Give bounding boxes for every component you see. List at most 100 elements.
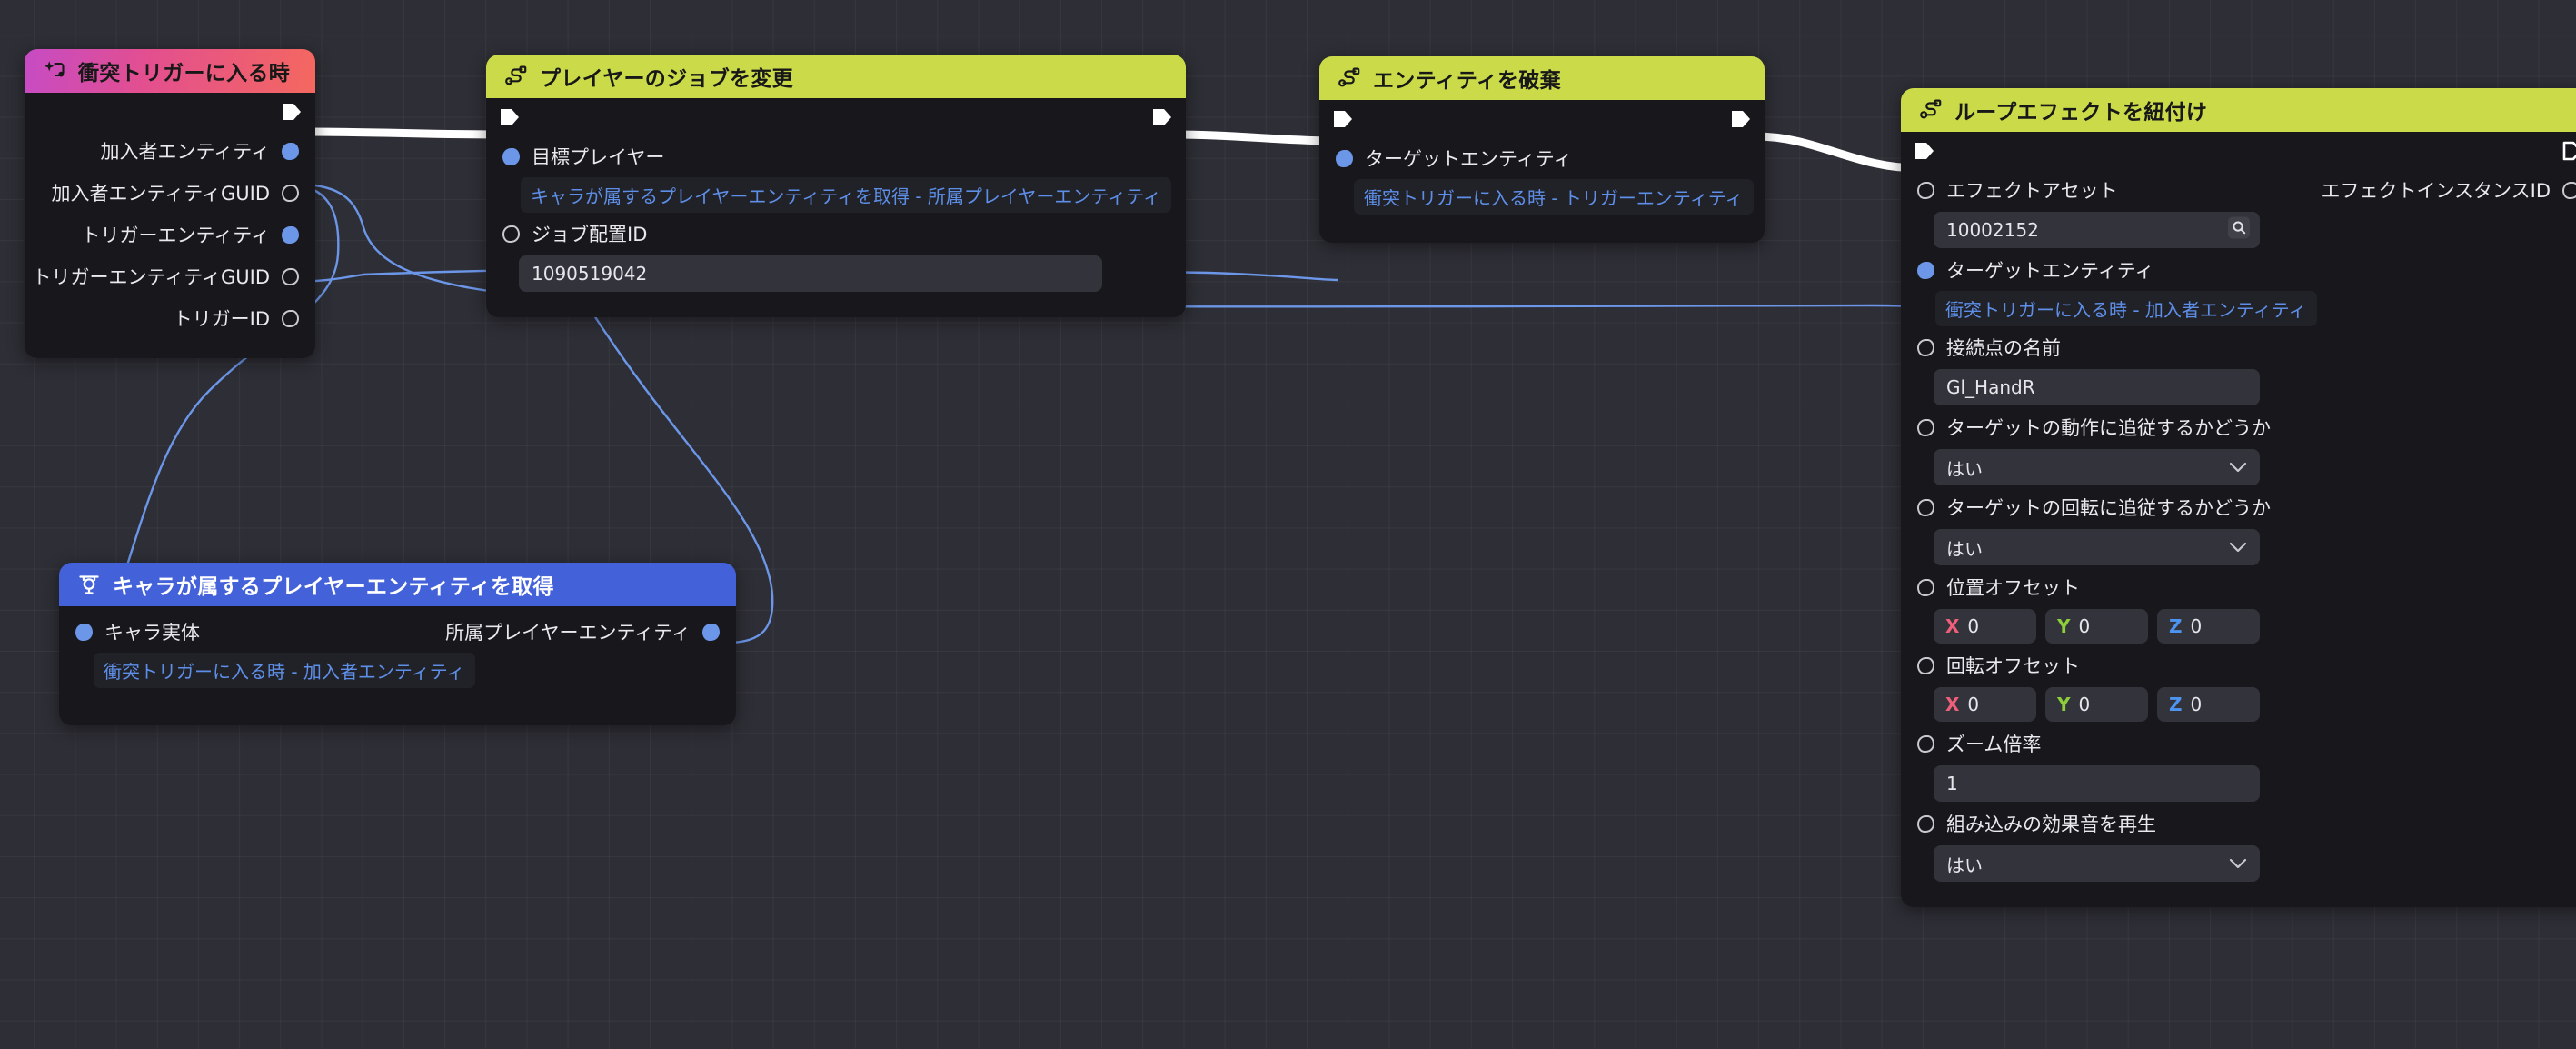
- input-row-job-placement-id[interactable]: ジョブ配置ID: [486, 217, 1186, 250]
- output-row-joiner-entity-guid[interactable]: 加入者エンティティGUID: [25, 176, 315, 209]
- chevron-down-icon[interactable]: [2229, 853, 2247, 874]
- input-row-chara-entity[interactable]: キャラ実体: [75, 618, 200, 645]
- node-attach-loop-effect[interactable]: ループエフェクトを紐付け エフェクトアセット エフェクトインスタンスID: [1901, 88, 2576, 907]
- node-get-owner-player[interactable]: キャラが属するプレイヤーエンティティを取得 キャラ実体 所属プレイヤーエンティテ…: [59, 563, 736, 725]
- node-collision-trigger[interactable]: 衝突トリガーに入る時 加入者エンティティ 加入者エンティティGUID トリガーエ…: [25, 49, 315, 358]
- output-row-joiner-entity[interactable]: 加入者エンティティ: [25, 135, 315, 167]
- exec-output-port[interactable]: [2561, 140, 2576, 162]
- exec-row-destroy-entity: [1319, 100, 1765, 136]
- linked-value-chip[interactable]: 衝突トリガーに入る時 - 加入者エンティティ: [94, 653, 475, 688]
- input-port-dot[interactable]: [1917, 261, 1934, 279]
- input-label: 組み込みの効果音を再生: [1946, 814, 2156, 835]
- input-port-dot[interactable]: [1917, 498, 1934, 516]
- node-title-collision-trigger: 衝突トリガーに入る時: [78, 62, 290, 85]
- field-value: 0: [2078, 615, 2091, 637]
- output-port-dot[interactable]: [282, 184, 299, 202]
- field-value: 0: [2190, 694, 2203, 715]
- output-port-dot[interactable]: [282, 225, 299, 244]
- node-header-collision-trigger[interactable]: 衝突トリガーに入る時: [25, 49, 315, 93]
- node-body-collision-trigger: 加入者エンティティ 加入者エンティティGUID トリガーエンティティ トリガーエ…: [25, 93, 315, 358]
- exec-output-port[interactable]: [281, 101, 303, 123]
- play-builtin-sfx-select[interactable]: はい: [1934, 845, 2260, 882]
- output-port-dot[interactable]: [282, 309, 299, 327]
- node-body-get-owner-player: キャラ実体 所属プレイヤーエンティティ 衝突トリガーに入る時 - 加入者エンティ…: [59, 606, 736, 725]
- input-port-dot[interactable]: [1917, 734, 1934, 753]
- output-row-effect-instance-id[interactable]: エフェクトインスタンスID: [2321, 176, 2576, 204]
- field-value: 0: [2078, 694, 2091, 715]
- output-label: トリガーID: [173, 308, 270, 330]
- input-port-dot[interactable]: [75, 623, 93, 641]
- exec-input-port[interactable]: [499, 106, 521, 128]
- output-label: トリガーエンティティ: [81, 225, 270, 246]
- node-header-attach-loop-effect[interactable]: ループエフェクトを紐付け: [1901, 88, 2576, 132]
- search-icon[interactable]: [2227, 216, 2251, 245]
- input-port-dot[interactable]: [1917, 814, 1934, 833]
- output-label: エフェクトインスタンスID: [2321, 180, 2551, 202]
- output-port-dot[interactable]: [282, 267, 299, 285]
- linked-value-chip[interactable]: 衝突トリガーに入る時 - 加入者エンティティ: [1935, 291, 2317, 326]
- output-label: 加入者エンティティGUID: [51, 183, 271, 205]
- input-row-position-offset[interactable]: 位置オフセット: [1901, 571, 2576, 604]
- follow-movement-select[interactable]: はい: [1934, 449, 2260, 485]
- exec-output-port[interactable]: [1151, 106, 1173, 128]
- row-chara-entity-and-owner-player: キャラ実体 所属プレイヤーエンティティ: [59, 615, 736, 648]
- output-port-dot[interactable]: [282, 142, 299, 160]
- follow-rotation-select[interactable]: はい: [1934, 529, 2260, 565]
- input-port-dot[interactable]: [502, 225, 520, 243]
- linked-value-chip[interactable]: キャラが属するプレイヤーエンティティを取得 - 所属プレイヤーエンティティ: [521, 177, 1171, 213]
- rotation-offset-z-field[interactable]: Z 0: [2157, 687, 2260, 722]
- node-body-attach-loop-effect: エフェクトアセット エフェクトインスタンスID 10002152: [1901, 132, 2576, 907]
- input-label: ズーム倍率: [1946, 734, 2042, 755]
- input-port-dot[interactable]: [1917, 578, 1934, 596]
- output-row-trigger-entity-guid[interactable]: トリガーエンティティGUID: [25, 260, 315, 293]
- linked-value-chip[interactable]: 衝突トリガーに入る時 - トリガーエンティティ: [1354, 179, 1754, 215]
- input-port-dot[interactable]: [1336, 149, 1353, 167]
- chevron-down-icon[interactable]: [2229, 456, 2247, 478]
- rotation-offset-x-field[interactable]: X 0: [1934, 687, 2036, 722]
- node-change-job[interactable]: プレイヤーのジョブを変更 目標プレイヤー キャラが属するプレイヤーエンティティを…: [486, 55, 1186, 317]
- axis-label-x: X: [1945, 615, 1960, 637]
- input-port-dot[interactable]: [1917, 338, 1934, 356]
- input-row-target-entity[interactable]: ターゲットエンティティ: [1319, 142, 1765, 175]
- output-row-trigger-id[interactable]: トリガーID: [25, 302, 315, 335]
- output-label: 所属プレイヤーエンティティ: [445, 622, 691, 644]
- output-row-trigger-entity[interactable]: トリガーエンティティ: [25, 218, 315, 251]
- input-port-dot[interactable]: [1917, 181, 1934, 199]
- input-row-play-builtin-sfx[interactable]: 組み込みの効果音を再生: [1901, 807, 2576, 840]
- input-row-target-player[interactable]: 目標プレイヤー: [486, 140, 1186, 173]
- output-port-dot[interactable]: [702, 623, 720, 641]
- output-port-dot[interactable]: [2562, 181, 2576, 199]
- output-row-owner-player-entity[interactable]: 所属プレイヤーエンティティ: [445, 618, 720, 645]
- input-port-dot[interactable]: [502, 147, 520, 165]
- position-offset-z-field[interactable]: Z 0: [2157, 609, 2260, 644]
- zoom-scale-field[interactable]: 1: [1934, 765, 2260, 802]
- input-row-zoom-scale[interactable]: ズーム倍率: [1901, 727, 2576, 760]
- node-destroy-entity[interactable]: エンティティを破棄 ターゲットエンティティ 衝突トリガーに入る時 - トリガーエ…: [1319, 56, 1765, 243]
- position-offset-x-field[interactable]: X 0: [1934, 609, 2036, 644]
- input-row-follow-rotation[interactable]: ターゲットの回転に追従するかどうか: [1901, 491, 2576, 524]
- node-header-get-owner-player[interactable]: キャラが属するプレイヤーエンティティを取得: [59, 563, 736, 606]
- node-header-change-job[interactable]: プレイヤーのジョブを変更: [486, 55, 1186, 98]
- input-row-rotation-offset[interactable]: 回転オフセット: [1901, 649, 2576, 682]
- attach-point-name-field[interactable]: Gl_HandR: [1934, 369, 2260, 405]
- input-port-dot[interactable]: [1917, 656, 1934, 674]
- node-title-destroy-entity: エンティティを破棄: [1373, 69, 1561, 93]
- job-placement-id-field[interactable]: 1090519042: [519, 255, 1102, 292]
- exec-output-port[interactable]: [1730, 108, 1752, 130]
- rotation-offset-y-field[interactable]: Y 0: [2045, 687, 2148, 722]
- node-header-destroy-entity[interactable]: エンティティを破棄: [1319, 56, 1765, 100]
- exec-output-row-collision-trigger: [25, 93, 315, 129]
- position-offset-y-field[interactable]: Y 0: [2045, 609, 2148, 644]
- node-title-get-owner-player: キャラが属するプレイヤーエンティティを取得: [113, 575, 554, 599]
- effect-asset-field[interactable]: 10002152: [1934, 212, 2260, 248]
- input-row-attach-point-name[interactable]: 接続点の名前: [1901, 331, 2576, 364]
- chevron-down-icon[interactable]: [2229, 536, 2247, 558]
- input-row-target-entity[interactable]: ターゲットエンティティ: [1901, 254, 2576, 286]
- exec-input-port[interactable]: [1332, 108, 1354, 130]
- input-row-follow-movement[interactable]: ターゲットの動作に追従するかどうか: [1901, 411, 2576, 444]
- input-port-dot[interactable]: [1917, 418, 1934, 436]
- field-value: 1: [1946, 773, 1958, 794]
- exec-input-port[interactable]: [1914, 140, 1935, 162]
- input-row-effect-asset[interactable]: エフェクトアセット: [1917, 176, 2118, 204]
